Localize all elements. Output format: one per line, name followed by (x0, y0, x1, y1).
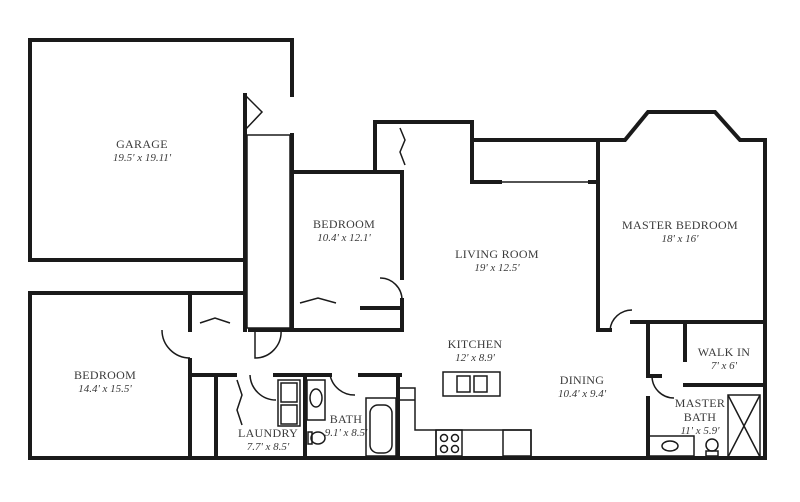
master-bedroom-walls (596, 110, 767, 460)
room-name: LAUNDRY (237, 426, 299, 440)
room-size: 11' x 5.9' (680, 424, 720, 437)
room-size: 12' x 8.9' (455, 351, 495, 364)
room-name: MASTER BEDROOM (622, 218, 738, 232)
master-bath-walls (646, 320, 662, 460)
room-name: LIVING ROOM (455, 247, 539, 261)
room-size: 14.4' x 15.5' (78, 382, 132, 395)
master-bath-fixtures (647, 394, 761, 458)
bedroom-walls (290, 170, 404, 332)
kitchen-counter (398, 387, 532, 456)
fridge (502, 429, 532, 457)
room-size: 10.4' x 12.1' (317, 231, 371, 244)
kitchen-island (442, 371, 501, 397)
room-name: DINING (559, 373, 605, 387)
stairs (246, 134, 291, 329)
hall-walls (188, 291, 402, 460)
door-swings (161, 94, 675, 401)
living-top-wall (373, 120, 600, 184)
washer-dryer (277, 379, 301, 427)
walk-in-walls (683, 320, 767, 387)
room-size: 19.5' x 19.11' (112, 151, 172, 164)
room-size: 19' x 12.5' (474, 261, 520, 274)
room-name: BEDROOM (312, 217, 376, 231)
room-name: MASTER BATH (674, 396, 726, 424)
walls (28, 38, 767, 460)
room-size: 10.4' x 9.4' (557, 387, 607, 400)
bath-fixtures (306, 379, 397, 457)
room-name: WALK IN (697, 345, 751, 359)
thin-lines (161, 94, 761, 458)
room-name: KITCHEN (447, 337, 503, 351)
room-size: 18' x 16' (661, 232, 699, 245)
garage-walls (28, 38, 294, 262)
room-size: 7.7' x 8.5' (246, 440, 290, 453)
room-name: BEDROOM (73, 368, 137, 382)
stove (435, 429, 463, 457)
room-size: 9.1' x 8.5' (324, 426, 368, 439)
room-name: BATH (329, 412, 363, 426)
room-size: 7' x 6' (710, 359, 738, 372)
room-name: GARAGE (116, 137, 168, 151)
closet-doors (199, 127, 406, 426)
stair-walls (243, 93, 294, 332)
